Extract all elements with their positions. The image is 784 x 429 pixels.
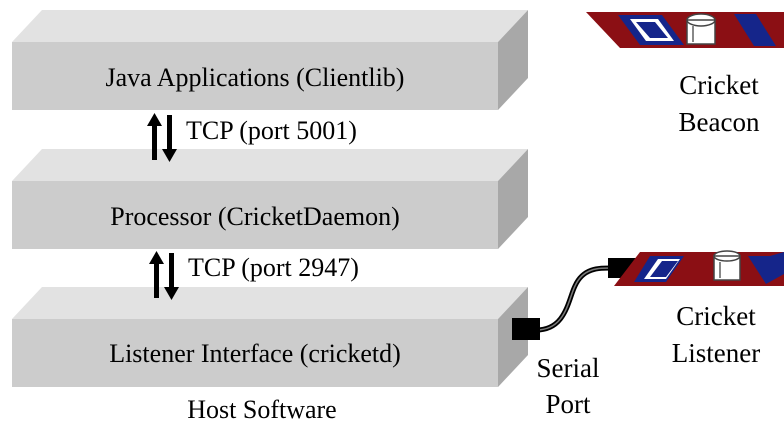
serial-port-label-line2: Port — [545, 389, 591, 419]
arrow-down-icon — [164, 253, 179, 300]
tcp-2947-label: TCP (port 2947) — [188, 253, 359, 282]
arrow-up-icon — [149, 251, 164, 298]
cricket-beacon-label-line2: Beacon — [679, 107, 760, 137]
layer-java-applications: Java Applications (Clientlib) — [12, 10, 528, 110]
serial-connector-host-icon — [512, 318, 540, 340]
serial-cable — [535, 265, 613, 333]
layer-java-side — [498, 10, 528, 110]
layer-processor-label: Processor (CricketDaemon) — [110, 202, 400, 231]
layer-listener-interface: Listener Interface (cricketd) — [12, 287, 528, 387]
layer-processor-front — [12, 181, 498, 249]
layer-processor-top — [12, 149, 528, 181]
cricket-listener-label-line2: Listener — [672, 338, 760, 368]
tcp-5001-label: TCP (port 5001) — [186, 116, 357, 145]
arrow-down-icon — [162, 115, 177, 162]
layer-processor-side — [498, 149, 528, 249]
layer-java-top — [12, 10, 528, 42]
cricket-listener-label-line1: Cricket — [676, 301, 756, 331]
layer-java-front — [12, 42, 498, 110]
layer-listener-label: Listener Interface (cricketd) — [109, 339, 401, 368]
cricket-listener-icon — [614, 250, 784, 286]
cricket-beacon-icon — [586, 12, 784, 48]
layer-listener-top — [12, 287, 528, 319]
bidirectional-arrow-2947 — [149, 251, 179, 300]
layer-java-label: Java Applications (Clientlib) — [106, 63, 405, 92]
cricket-beacon-label-line1: Cricket — [679, 70, 759, 100]
layer-listener-front — [12, 319, 498, 387]
host-software-label: Host Software — [187, 395, 336, 424]
arrow-up-icon — [147, 113, 162, 160]
layer-processor: Processor (CricketDaemon) — [12, 149, 528, 249]
bidirectional-arrow-5001 — [147, 113, 177, 162]
serial-port-label-line1: Serial — [537, 353, 600, 383]
